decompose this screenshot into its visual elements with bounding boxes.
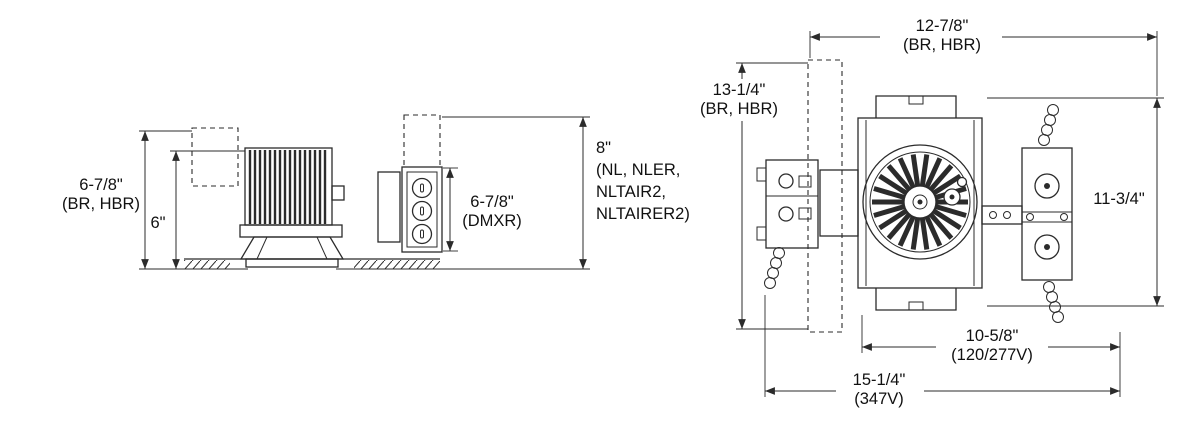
dim-overall-height-qualifier: (BR, HBR) [62, 195, 140, 213]
driver-box-top [819, 169, 859, 237]
ceiling-section [184, 258, 440, 269]
dim-alt-height-value: 8" [596, 139, 611, 157]
flex-conduit-coils [764, 104, 1064, 323]
dim-left-height-qualifier: (BR, HBR) [700, 100, 778, 118]
dim-dmxr-height-value: 6-7/8" [470, 193, 514, 211]
right-junction-box [1021, 147, 1073, 281]
dim-overall-height-value: 6-7/8" [79, 176, 123, 194]
right-connector-bar [981, 205, 1023, 225]
trim-reflector-side [239, 224, 345, 268]
driver-box-side [377, 171, 401, 243]
heatsink-side [244, 147, 345, 226]
dim-alt-height-models-1: (NL, NLER, [596, 161, 680, 179]
top-hanger-bracket [875, 95, 957, 118]
mounting-pan [857, 95, 983, 311]
dim-top-width-value: 12-7/8" [916, 17, 969, 35]
dim-dmxr-height-qualifier: (DMXR) [462, 212, 522, 230]
extension-lines [139, 31, 1164, 397]
dimension-labels: 6-7/8" (BR, HBR) 6" 6-7/8" (DMXR) 8" (NL… [62, 17, 1145, 408]
heatsink-fins [248, 150, 327, 224]
dim-inner-width-value: 10-5/8" [966, 327, 1019, 345]
side-view [184, 114, 443, 269]
trim-flange [245, 258, 339, 268]
heatsink-tab [331, 185, 345, 201]
dim-right-height-value: 11-3/4" [1093, 190, 1145, 208]
dim-fixture-height-value: 6" [150, 214, 165, 232]
dim-inner-width-qualifier: (120/277V) [951, 346, 1033, 364]
dim-outer-width-value: 15-1/4" [853, 371, 906, 389]
dim-alt-height-models-3: NLTAIRER2) [596, 205, 690, 223]
dim-left-height-value: 13-1/4" [713, 81, 766, 99]
top-view [756, 59, 1073, 333]
dim-outer-width-qualifier: (347V) [854, 390, 904, 408]
bottom-hanger-bracket [875, 288, 957, 311]
dashed-housing-outline-side [191, 127, 239, 187]
heatsink-top [862, 144, 978, 260]
junction-box-side [401, 166, 443, 253]
ceiling-hatch-left [184, 260, 230, 269]
dim-top-width-qualifier: (BR, HBR) [903, 36, 981, 54]
dim-alt-height-models-2: NLTAIR2, [596, 183, 666, 201]
left-junction-box [756, 159, 819, 249]
ceiling-hatch-right [354, 260, 440, 269]
dashed-jbox-extension-side [403, 114, 441, 168]
